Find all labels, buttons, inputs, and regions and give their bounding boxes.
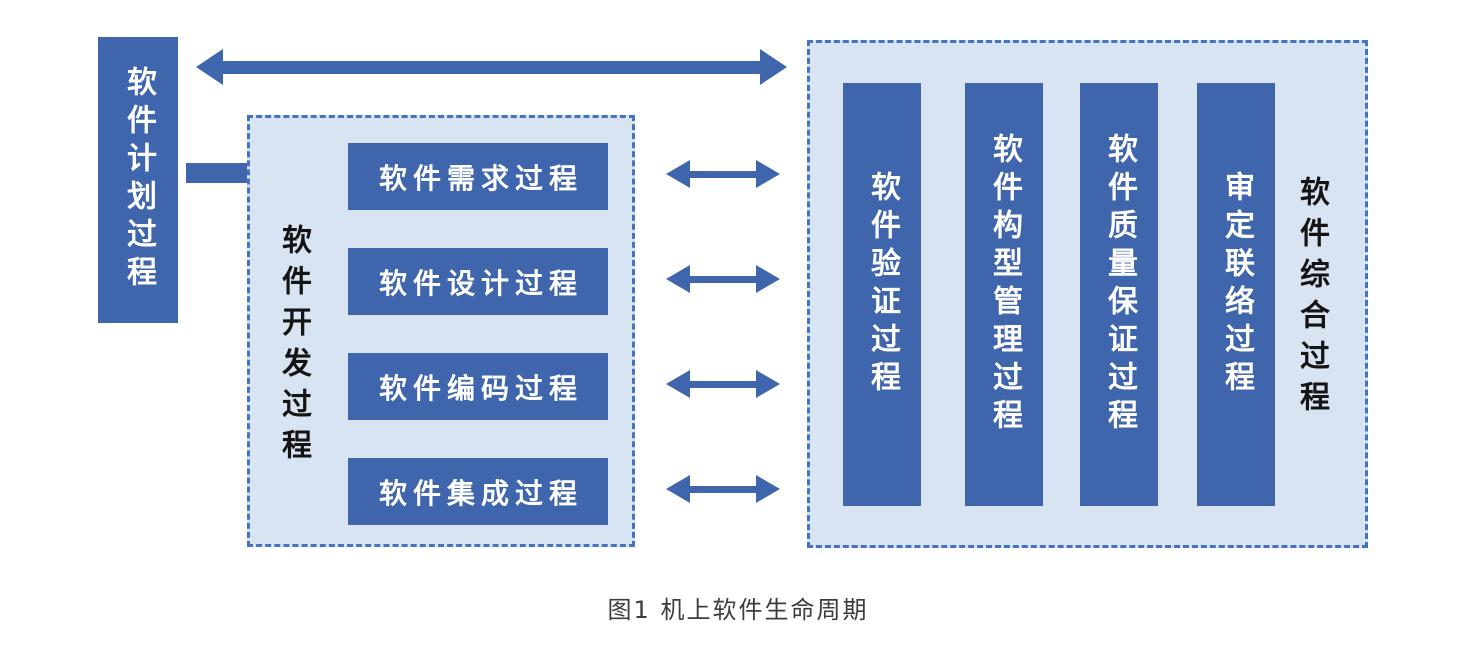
coding-process-box: 软件编码过程 bbox=[348, 353, 608, 420]
integration-process-label: 软件集成过程 bbox=[378, 476, 583, 510]
arrowhead-right-icon bbox=[756, 265, 780, 293]
coding-integral-double-arrow bbox=[666, 370, 780, 398]
verification-process-label: 软件验证过程 bbox=[865, 170, 900, 399]
arrowhead-left-icon bbox=[666, 265, 690, 293]
configuration-management-process-label: 软件构型管理过程 bbox=[987, 132, 1022, 437]
arrowhead-left-icon bbox=[666, 370, 690, 398]
quality-assurance-process-label: 软件质量保证过程 bbox=[1102, 132, 1137, 437]
arrowhead-right-icon bbox=[756, 370, 780, 398]
planning-integral-double-arrow bbox=[196, 49, 787, 85]
integral-process-panel: 软件验证过程 软件构型管理过程 软件质量保证过程 审定联络过程 软件综合过程 bbox=[807, 40, 1368, 548]
design-process-box: 软件设计过程 bbox=[348, 248, 608, 315]
requirements-integral-double-arrow bbox=[666, 160, 780, 188]
arrow-shaft bbox=[223, 60, 760, 74]
arrow-shaft bbox=[690, 485, 756, 493]
arrowhead-right-icon bbox=[756, 160, 780, 188]
configuration-management-process-bar: 软件构型管理过程 bbox=[965, 83, 1043, 506]
coding-process-label: 软件编码过程 bbox=[378, 371, 583, 405]
planning-process-label: 软件计划过程 bbox=[121, 66, 156, 294]
certification-liaison-process-label: 审定联络过程 bbox=[1219, 170, 1254, 399]
planning-process-box: 软件计划过程 bbox=[98, 37, 178, 323]
quality-assurance-process-bar: 软件质量保证过程 bbox=[1080, 83, 1158, 506]
arrowhead-right-icon bbox=[756, 475, 780, 503]
design-process-label: 软件设计过程 bbox=[378, 266, 583, 300]
arrowhead-left-icon bbox=[196, 49, 223, 85]
arrow-shaft bbox=[690, 170, 756, 178]
development-process-panel: 软件开发过程 软件需求过程 软件设计过程 软件编码过程 软件集成过程 bbox=[247, 115, 635, 547]
certification-liaison-process-bar: 审定联络过程 bbox=[1197, 83, 1275, 506]
arrowhead-right-icon bbox=[760, 49, 787, 85]
verification-process-bar: 软件验证过程 bbox=[843, 83, 921, 506]
integral-process-label: 软件综合过程 bbox=[1294, 176, 1329, 422]
integration-integral-double-arrow bbox=[666, 475, 780, 503]
arrowhead-left-icon bbox=[666, 160, 690, 188]
arrow-shaft bbox=[690, 380, 756, 388]
design-integral-double-arrow bbox=[666, 265, 780, 293]
arrow-shaft bbox=[690, 275, 756, 283]
arrowhead-left-icon bbox=[666, 475, 690, 503]
requirements-process-box: 软件需求过程 bbox=[348, 143, 608, 210]
development-process-label: 软件开发过程 bbox=[276, 224, 311, 470]
requirements-process-label: 软件需求过程 bbox=[378, 161, 583, 195]
figure-caption: 图1 机上软件生命周期 bbox=[607, 596, 869, 624]
integration-process-box: 软件集成过程 bbox=[348, 458, 608, 525]
